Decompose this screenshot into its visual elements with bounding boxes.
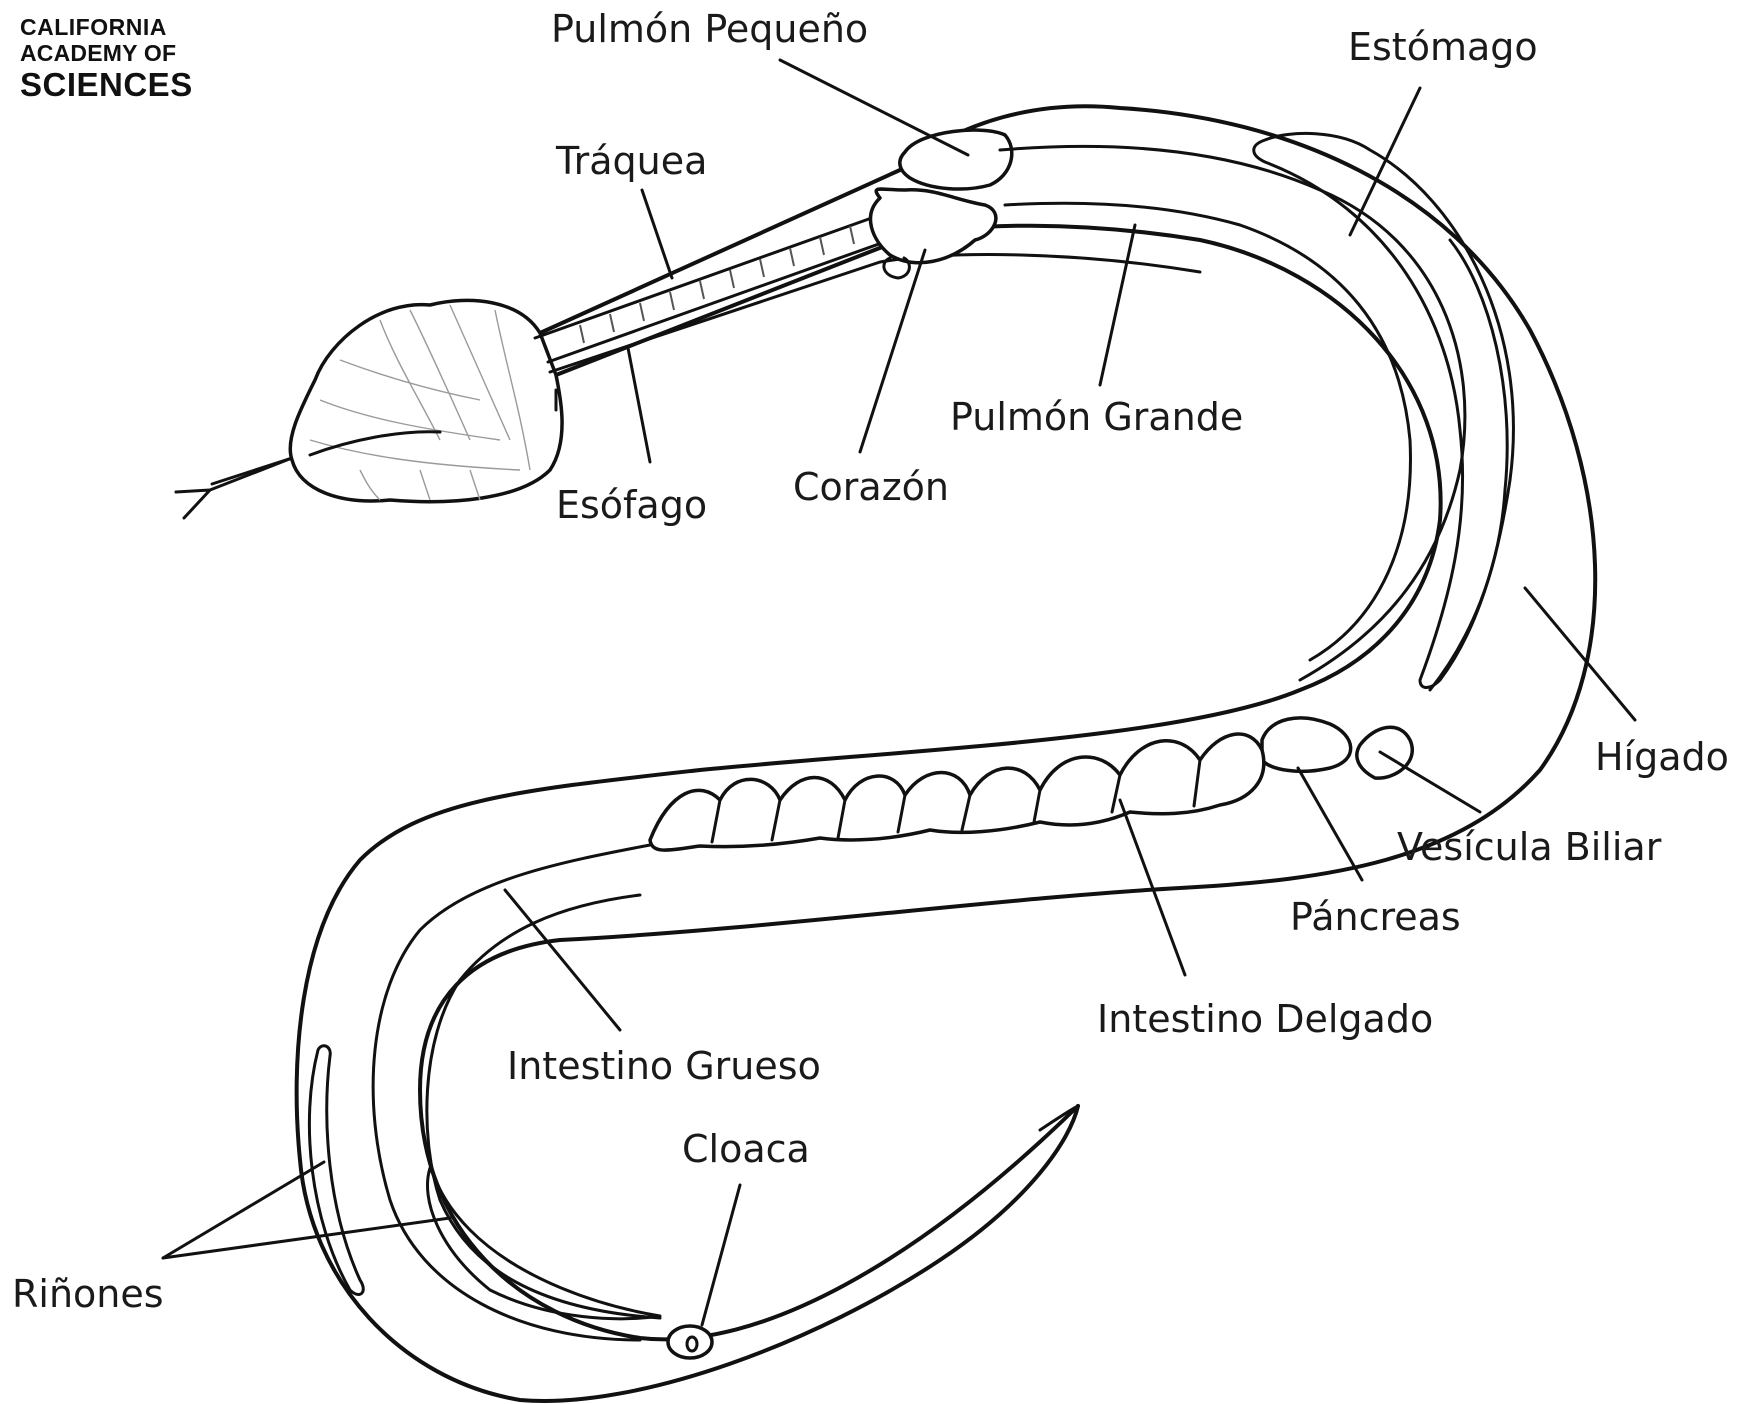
- label-esofago: Esófago: [556, 486, 707, 524]
- leader-esofago: [628, 348, 650, 462]
- cloaca: [668, 1326, 712, 1358]
- gallbladder: [1357, 727, 1412, 778]
- label-cloaca: Cloaca: [682, 1130, 810, 1168]
- large-intestine: [373, 845, 650, 1340]
- label-corazon: Corazón: [793, 468, 949, 506]
- pancreas: [1262, 718, 1351, 771]
- leader-estomago: [1350, 88, 1420, 235]
- leader-cloaca: [702, 1185, 740, 1325]
- large-intestine-inner: [427, 895, 660, 1318]
- leader-pancreas: [1298, 768, 1362, 880]
- leader-traquea: [642, 190, 672, 278]
- label-higado: Hígado: [1595, 738, 1729, 776]
- trachea: [535, 215, 890, 362]
- stomach: [1254, 133, 1514, 687]
- label-traquea: Tráquea: [556, 142, 707, 180]
- label-intestino-delgado: Intestino Delgado: [1097, 1000, 1433, 1038]
- label-estomago: Estómago: [1348, 28, 1538, 66]
- leader-pulmon-grande: [1100, 225, 1135, 385]
- head: [290, 300, 562, 501]
- tongue: [176, 458, 292, 518]
- small-lung: [900, 130, 1012, 189]
- small-intestine: [650, 734, 1264, 850]
- leader-higado: [1525, 588, 1635, 720]
- label-pulmon-pequeno: Pulmón Pequeño: [551, 10, 868, 48]
- leader-rinones-front: [163, 1162, 324, 1258]
- leader-pulmon-pequeno: [780, 60, 968, 155]
- label-pancreas: Páncreas: [1290, 898, 1461, 936]
- body-outline-upper: [420, 106, 1595, 1339]
- kidney-front: [309, 1046, 363, 1295]
- heart: [871, 189, 996, 263]
- label-intestino-grueso: Intestino Grueso: [507, 1047, 821, 1085]
- label-rinones: Riñones: [12, 1275, 164, 1313]
- label-pulmon-grande: Pulmón Grande: [950, 398, 1243, 436]
- leader-corazon: [860, 250, 925, 452]
- esophagus: [550, 255, 1200, 410]
- leader-vesicula-biliar: [1380, 752, 1480, 812]
- label-vesicula-biliar: Vesícula Biliar: [1397, 828, 1661, 866]
